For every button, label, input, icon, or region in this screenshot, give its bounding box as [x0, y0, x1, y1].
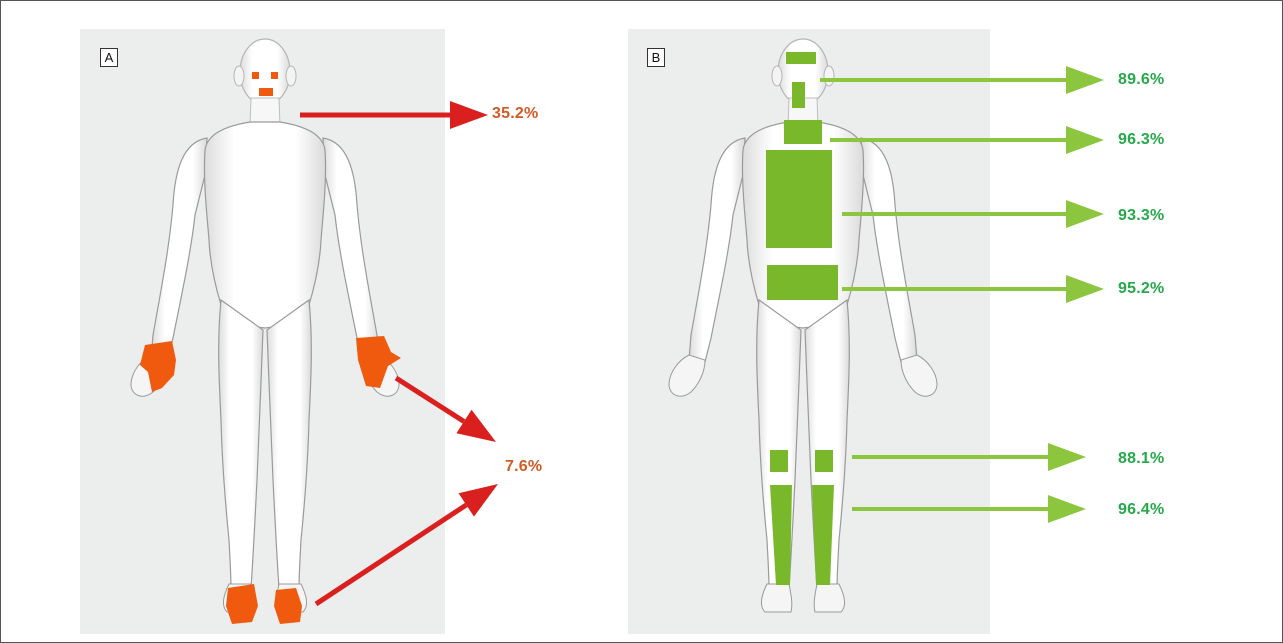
percent-abdomen: 95.2% [1118, 280, 1164, 298]
percent-face: 35.2% [492, 105, 538, 123]
panel-label-b: B [647, 48, 665, 67]
head-marker-forehead [786, 52, 816, 64]
chest-marker [766, 150, 832, 248]
panel-label-a: A [100, 48, 118, 67]
human-figure-a [131, 39, 399, 612]
face-marker-left-eye [252, 72, 259, 79]
arrow-hands-shaft [396, 378, 464, 422]
neck-marker [784, 120, 822, 144]
percent-lower-legs: 96.4% [1118, 501, 1164, 519]
knee-marker-right [815, 450, 833, 472]
arrow-lower-legs-head [1048, 495, 1086, 523]
percent-neck: 96.3% [1118, 131, 1164, 149]
arrow-hands [396, 378, 496, 442]
arrow-feet-head [459, 484, 498, 517]
arrow-face-head [450, 101, 488, 129]
arrow-head-head [1066, 66, 1104, 94]
face-marker-mouth [259, 88, 273, 96]
abdomen-marker [767, 265, 838, 300]
face-marker-right-eye [271, 72, 278, 79]
arrow-feet-shaft [316, 505, 466, 604]
arrow-abdomen-head [1066, 275, 1104, 303]
foot-marker-left [226, 584, 258, 624]
arrow-lower-legs [852, 495, 1086, 523]
knee-marker-left [770, 450, 788, 472]
arrow-feet [316, 484, 498, 604]
arrow-head [820, 66, 1104, 94]
arrow-chest-head [1066, 200, 1104, 228]
percent-knees: 88.1% [1118, 450, 1164, 468]
percent-head: 89.6% [1118, 71, 1164, 89]
arrow-face [300, 101, 488, 129]
foot-marker-right [274, 588, 302, 624]
arrow-knees-head [1048, 443, 1086, 471]
arrow-hands-head [456, 410, 496, 442]
percent-hands-feet: 7.6% [505, 458, 542, 476]
percent-chest: 93.3% [1118, 207, 1164, 225]
arrow-neck-head [1066, 126, 1104, 154]
head-marker-cheek [792, 82, 805, 108]
arrow-knees [852, 443, 1086, 471]
arrow-abdomen [842, 275, 1104, 303]
